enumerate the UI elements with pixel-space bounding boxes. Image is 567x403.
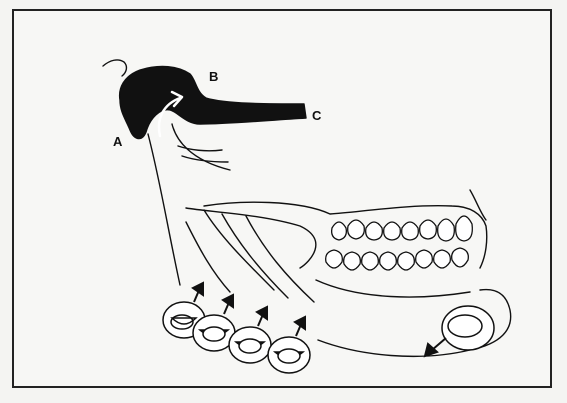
hair-curve (103, 60, 126, 76)
label-c: C (312, 109, 321, 122)
arrow-up-icon-1 (193, 283, 203, 302)
fingertip-3 (229, 327, 271, 363)
arrow-down-icon (425, 338, 446, 356)
fingertips (163, 302, 310, 373)
arrow-up-icon-2 (223, 295, 233, 314)
fingertip-4 (268, 337, 310, 373)
upper-teeth (332, 216, 473, 241)
lower-teeth (326, 248, 469, 270)
jaw-ramus (148, 134, 180, 285)
arrow-up-icon-3 (257, 307, 267, 326)
label-a: A (113, 135, 122, 148)
thumb (442, 306, 494, 350)
label-b: B (209, 70, 218, 83)
arrow-up-icon-4 (295, 317, 305, 336)
